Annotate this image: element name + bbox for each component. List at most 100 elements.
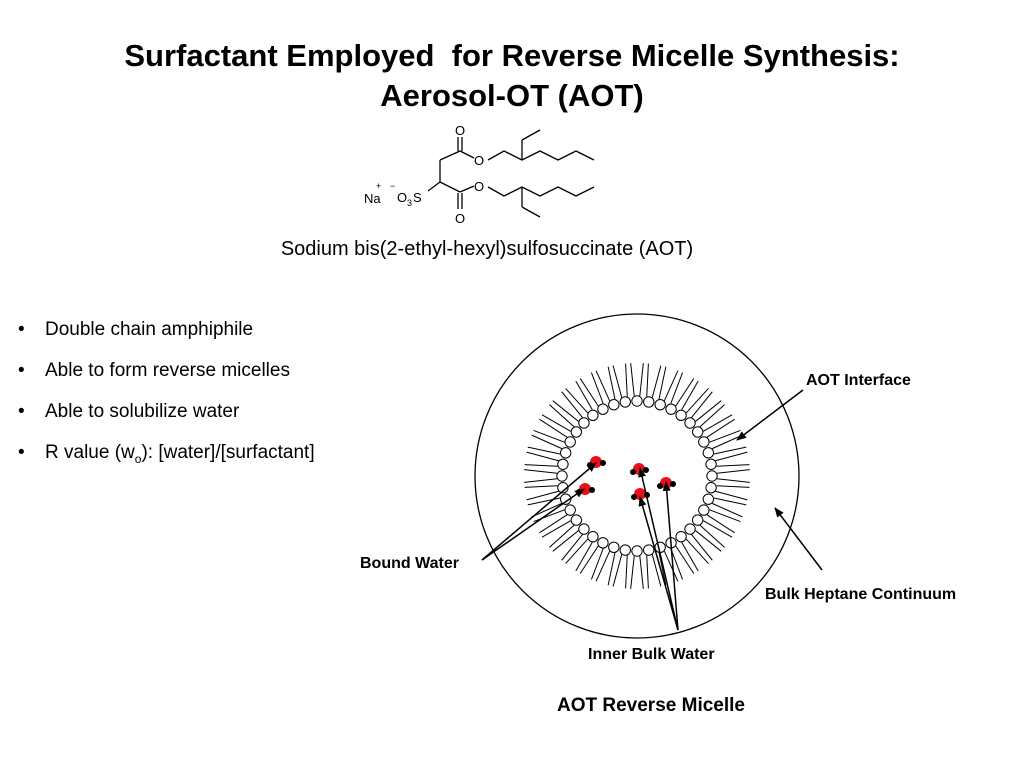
surfactant-tail bbox=[715, 490, 748, 501]
water-hydrogen bbox=[600, 460, 606, 466]
surfactant-tail bbox=[703, 414, 733, 432]
surfactant-head bbox=[570, 426, 583, 438]
charge-minus: − bbox=[390, 181, 395, 191]
surfactant-tail bbox=[607, 552, 616, 586]
surfactant-head bbox=[559, 447, 572, 459]
surfactant-tail bbox=[625, 555, 628, 589]
surfactant-tail bbox=[539, 418, 568, 438]
title-line-2: Aerosol-OT (AOT) bbox=[380, 78, 644, 113]
surfactant-tail bbox=[691, 391, 713, 418]
surfactant-tail bbox=[713, 446, 747, 455]
surfactant-molecule bbox=[541, 404, 583, 438]
surfactant-molecule bbox=[524, 469, 568, 483]
surfactant-head bbox=[556, 470, 568, 482]
surfactant-tail bbox=[670, 372, 684, 404]
surfactant-tail bbox=[590, 548, 604, 580]
surfactant-tail bbox=[524, 469, 558, 474]
surfactant-molecule bbox=[565, 530, 599, 572]
water-hydrogen bbox=[670, 481, 676, 487]
charge-plus: + bbox=[376, 181, 381, 191]
bullet-symbol: • bbox=[18, 319, 25, 340]
surfactant-tail bbox=[651, 365, 662, 398]
surfactant-head bbox=[702, 493, 715, 505]
surfactant-head bbox=[559, 493, 572, 505]
surfactant-tail bbox=[646, 555, 649, 589]
surfactant-head bbox=[631, 545, 643, 557]
surfactant-tail bbox=[561, 534, 583, 561]
r-value-suffix: ): [water]/[surfactant] bbox=[141, 442, 315, 463]
surfactant-tail bbox=[695, 400, 722, 422]
surfactant-tail bbox=[699, 404, 725, 428]
surfactant-tail bbox=[703, 520, 733, 538]
atom-o-ester-top: O bbox=[474, 153, 484, 168]
surfactant-molecule bbox=[698, 418, 741, 448]
molecule-caption-text: Sodium bis(2-ethyl-hexyl)sulfosuccinate … bbox=[280, 238, 694, 260]
surfactant-tail bbox=[658, 366, 667, 400]
micelle-outer-boundary bbox=[474, 313, 800, 639]
surfactant-tail bbox=[711, 434, 743, 450]
surfactant-tail bbox=[541, 414, 571, 432]
surfactant-head bbox=[557, 482, 569, 494]
water-hydrogen bbox=[657, 483, 663, 489]
surfactant-head bbox=[705, 482, 717, 494]
bullet-item: • R value (wo): [water]/[surfactant] bbox=[18, 439, 315, 480]
surfactant-tail bbox=[691, 534, 713, 561]
surfactant-molecule bbox=[524, 451, 569, 470]
arrow-bulk-heptane bbox=[774, 507, 823, 571]
surfactant-head bbox=[619, 544, 631, 556]
label-aot-interface: AOT Interface bbox=[806, 372, 911, 389]
surfactant-tail bbox=[685, 538, 709, 564]
diagram-caption: AOT Reverse Micelle bbox=[557, 695, 745, 716]
bullet-text: R value (wo): [water]/[surfactant] bbox=[45, 439, 315, 480]
surfactant-tail bbox=[625, 363, 628, 397]
surfactant-tail bbox=[681, 542, 699, 572]
surfactant-tail bbox=[651, 554, 662, 587]
surfactant-molecule bbox=[684, 391, 722, 429]
surfactant-tail bbox=[526, 451, 559, 462]
surfactant-tail bbox=[670, 548, 684, 580]
surfactant-molecule bbox=[630, 363, 644, 407]
surfactant-molecule bbox=[579, 537, 609, 580]
surfactant-head bbox=[597, 403, 609, 415]
surfactant-molecule bbox=[630, 545, 644, 589]
surfactant-tail bbox=[716, 464, 750, 467]
arrow-inner-bulk-water bbox=[638, 496, 679, 631]
atom-o-carbonyl-top: O bbox=[455, 123, 465, 138]
surfactant-molecule bbox=[698, 504, 741, 534]
surfactant-head bbox=[698, 504, 710, 516]
surfactant-tail bbox=[595, 370, 611, 402]
surfactant-tail bbox=[716, 478, 750, 483]
bullet-text: Able to form reverse micelles bbox=[45, 360, 290, 381]
surfactant-molecule bbox=[675, 380, 709, 422]
water-hydrogen bbox=[589, 487, 595, 493]
surfactant-molecule bbox=[654, 366, 679, 411]
surfactant-molecule bbox=[643, 544, 662, 589]
bullet-symbol: • bbox=[18, 442, 25, 463]
surfactant-tail bbox=[706, 418, 735, 438]
surfactant-tail bbox=[716, 469, 750, 474]
surfactant-molecule bbox=[691, 514, 733, 548]
surfactant-tail bbox=[639, 555, 644, 589]
surfactant-tail bbox=[685, 388, 709, 414]
surfactant-tail bbox=[565, 538, 589, 564]
water-hydrogen bbox=[631, 494, 637, 500]
surfactant-tail bbox=[709, 429, 741, 443]
arrow-inner-bulk-water bbox=[662, 481, 679, 631]
surfactant-tail bbox=[658, 552, 667, 586]
surfactant-tail bbox=[524, 478, 558, 483]
surfactant-tail bbox=[579, 545, 599, 574]
surfactant-head bbox=[564, 504, 576, 516]
arrow-bound-water bbox=[481, 488, 585, 561]
bullet-symbol: • bbox=[18, 401, 25, 422]
surfactant-tail bbox=[533, 429, 565, 443]
surfactant-tail bbox=[716, 485, 750, 488]
surfactant-tail bbox=[612, 365, 623, 398]
surfactant-tail bbox=[526, 490, 559, 501]
surfactant-tail bbox=[539, 514, 568, 534]
title-line-1: Surfactant Employed for Reverse Micelle … bbox=[124, 38, 900, 73]
surfactant-tail bbox=[630, 363, 635, 397]
surfactant-tail bbox=[595, 550, 611, 582]
surfactant-tail bbox=[675, 378, 695, 407]
surfactant-tail bbox=[681, 380, 699, 410]
arrow-bound-water bbox=[481, 462, 597, 561]
